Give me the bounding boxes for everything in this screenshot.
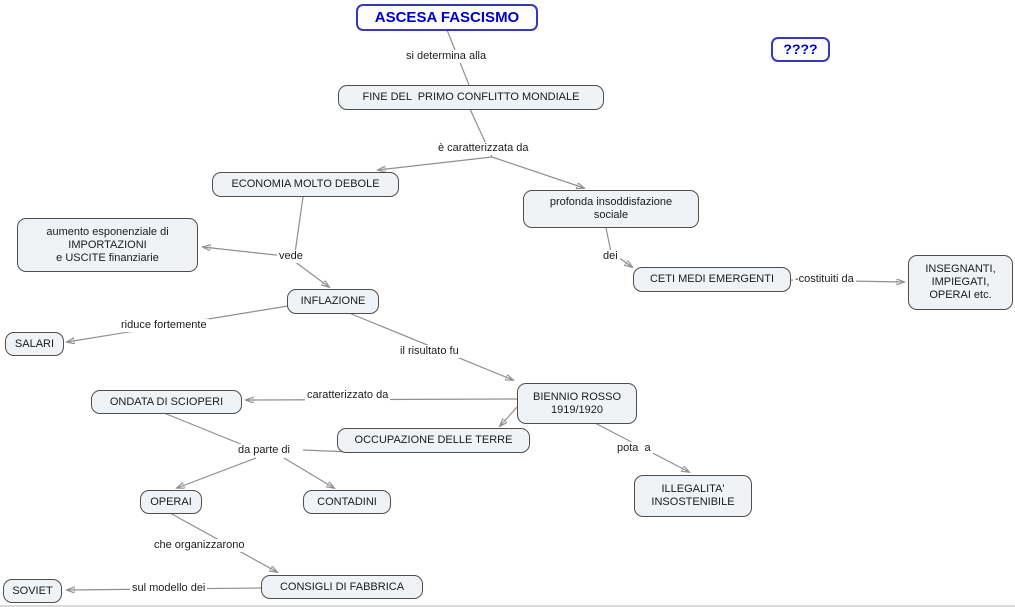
node-ondata-scioperi[interactable]: ONDATA DI SCIOPERI bbox=[91, 390, 242, 414]
link-caratterizzato-da: caratterizzato da bbox=[305, 389, 391, 402]
node-ceti-medi[interactable]: CETI MEDI EMERGENTI bbox=[633, 267, 791, 292]
link-da-parte-di: da parte di bbox=[236, 444, 292, 457]
link-che-organizzarono: che organizzarono bbox=[152, 539, 247, 552]
link-sul-modello-dei: sul modello dei bbox=[130, 582, 208, 595]
link-e-caratterizzata-da: è caratterizzata da bbox=[436, 142, 531, 155]
node-occupazione-terre[interactable]: OCCUPAZIONE DELLE TERRE bbox=[337, 428, 530, 453]
edge-to-operai bbox=[177, 457, 257, 488]
link-il-risultato-fu: il risultato fu bbox=[398, 345, 461, 358]
link-costituiti-da: -costituiti da bbox=[793, 273, 856, 286]
link-vede: vede bbox=[277, 250, 305, 263]
edge-ondata-daparte bbox=[163, 412, 249, 448]
node-aumento-importazioni[interactable]: aumento esponenziale di IMPORTAZIONI e U… bbox=[17, 218, 198, 272]
edge-economia-trunk bbox=[293, 196, 304, 261]
edge-to-contadini bbox=[283, 457, 334, 488]
node-soviet[interactable]: SOVIET bbox=[3, 579, 62, 603]
node-consigli-fabbrica[interactable]: CONSIGLI DI FABBRICA bbox=[261, 575, 423, 599]
link-riduce-fortemente: riduce fortemente bbox=[119, 319, 209, 332]
link-dei: dei bbox=[601, 250, 620, 263]
edge-to-economia bbox=[378, 156, 493, 170]
node-salari[interactable]: SALARI bbox=[5, 332, 64, 356]
link-si-determina-alla: si determina alla bbox=[404, 50, 489, 63]
edge-to-inflazione bbox=[293, 260, 329, 287]
node-economia-debole[interactable]: ECONOMIA MOLTO DEBOLE bbox=[212, 172, 399, 197]
link-pota-a: pota a bbox=[615, 442, 653, 455]
node-biennio-rosso[interactable]: BIENNIO ROSSO 1919/1920 bbox=[517, 383, 637, 424]
node-operai[interactable]: OPERAI bbox=[140, 490, 202, 514]
node-fine-conflitto[interactable]: FINE DEL PRIMO CONFLITTO MONDIALE bbox=[338, 85, 604, 110]
node-inflazione[interactable]: INFLAZIONE bbox=[287, 289, 379, 314]
node-ascesa-fascismo[interactable]: ASCESA FASCISMO bbox=[356, 4, 538, 31]
node-illegalita[interactable]: ILLEGALITA' INSOSTENIBILE bbox=[634, 475, 752, 517]
node-insoddisfazione-sociale[interactable]: profonda insoddisfazione sociale bbox=[523, 190, 699, 228]
node-contadini[interactable]: CONTADINI bbox=[303, 490, 391, 514]
edge-to-insoddisfazione bbox=[491, 156, 584, 188]
node-insegnanti-impiegati[interactable]: INSEGNANTI, IMPIEGATI, OPERAI etc. bbox=[908, 255, 1013, 310]
edge-to-occupazione bbox=[500, 405, 519, 426]
node-question-marks[interactable]: ???? bbox=[771, 37, 830, 62]
